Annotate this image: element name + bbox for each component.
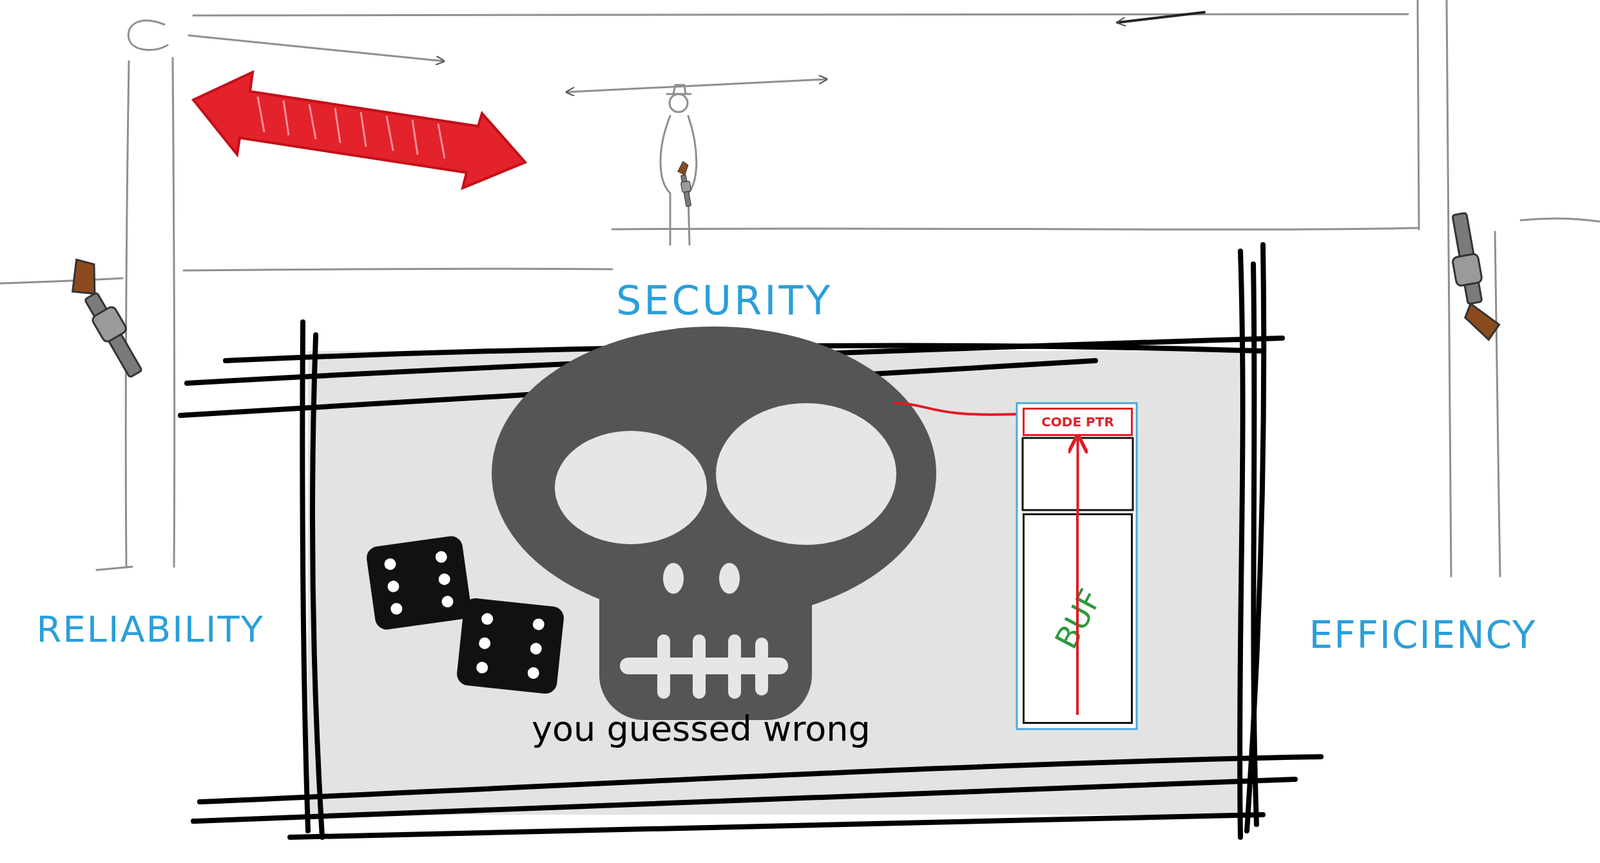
sight-arrow (188, 35, 444, 62)
leader-line (893, 402, 1021, 415)
sketch-line (612, 228, 1418, 230)
scribble-border (180, 244, 1321, 838)
tradeoff-label: EFFICIENCY (1309, 613, 1537, 658)
skull-nose (663, 563, 684, 595)
arrow-hatch (257, 96, 445, 159)
gun-cylinder (680, 181, 692, 193)
gun-grip (1462, 299, 1502, 344)
scribble-stroke (1239, 251, 1244, 838)
scribble-stroke (289, 815, 1263, 838)
sketch-line (1520, 218, 1600, 222)
figure-body (1446, 0, 1452, 577)
red-double-arrow (193, 72, 526, 189)
die-pips (475, 612, 545, 680)
sketch-line (183, 268, 613, 271)
die-pips (383, 550, 454, 617)
skull-eye (715, 403, 897, 546)
skull (491, 326, 937, 721)
figure-body (125, 61, 129, 568)
sketch-line (0, 278, 123, 284)
caption-text: you guessed wrong (531, 708, 871, 750)
gun-grip (59, 253, 107, 303)
figure-body (660, 115, 697, 245)
scribble-stroke (1246, 244, 1264, 832)
figure-head (669, 94, 688, 113)
box-text: BUF (1047, 583, 1108, 655)
sight-arrow (1117, 12, 1205, 23)
figure-body (1494, 231, 1501, 577)
figure-body (172, 57, 175, 568)
box-text: CODE PTR (1041, 414, 1115, 430)
gun-barrel (84, 292, 142, 378)
standoff-sketch (0, 0, 1600, 577)
skull-jaw (599, 528, 812, 721)
figure-foot (96, 567, 133, 571)
scribble-stroke (302, 322, 309, 832)
code-pointer-box: CODE PTR (1022, 407, 1133, 437)
die (455, 597, 565, 696)
scribble-stroke (312, 335, 323, 838)
buffer-box: BUF (1022, 513, 1133, 725)
revolver-right (1444, 210, 1502, 344)
skull-nose (719, 563, 740, 595)
arrow-shape (193, 72, 526, 189)
gun-cylinder (90, 305, 128, 344)
overflow-arrow (1076, 436, 1080, 514)
gun-cylinder (1451, 253, 1483, 287)
tradeoff-label: SECURITY (616, 277, 833, 325)
skull-eye (554, 431, 707, 545)
revolver-left (59, 253, 153, 381)
gun-barrel (1452, 212, 1483, 305)
skull-teeth (663, 641, 762, 693)
revolver-middle (675, 160, 695, 207)
sketch-line (193, 14, 1408, 16)
sight-arrow (566, 79, 827, 93)
figure-body (1417, 0, 1419, 230)
overlay-panel (308, 351, 1240, 816)
die-body (455, 597, 565, 696)
tradeoff-label: RELIABILITY (36, 608, 265, 651)
die (365, 534, 473, 632)
die-body (365, 534, 473, 632)
scribble-stroke (199, 757, 1321, 803)
stack-slot (1022, 438, 1133, 511)
gun-barrel (681, 174, 692, 207)
figure-head (128, 20, 168, 51)
stack-frame (1016, 403, 1137, 730)
gun-grip (675, 160, 690, 176)
scribble-stroke (193, 779, 1296, 822)
